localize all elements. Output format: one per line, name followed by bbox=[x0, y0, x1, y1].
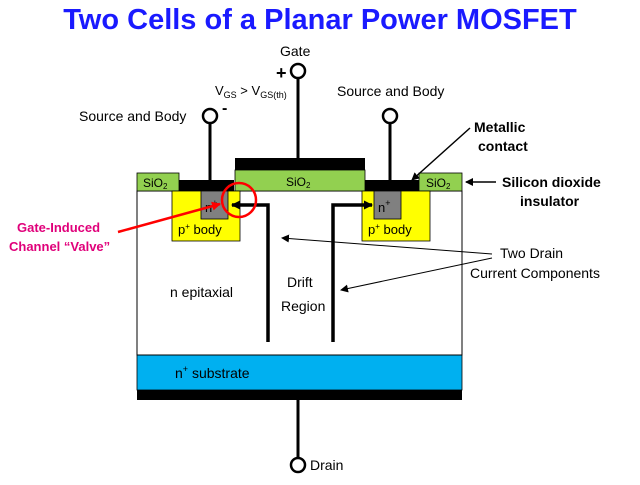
silicon-label-2: insulator bbox=[520, 193, 580, 209]
valve-label-1: Gate-Induced bbox=[17, 220, 100, 235]
page-title: Two Cells of a Planar Power MOSFET bbox=[63, 4, 577, 36]
valve-pointer bbox=[117, 201, 221, 234]
source-left-minus: - bbox=[222, 100, 227, 117]
sio2-right-label: SiO2 bbox=[426, 176, 451, 191]
two-drain-label-2: Current Components bbox=[470, 265, 600, 281]
p-body-right-label: p+ body bbox=[368, 222, 412, 237]
current-path-right bbox=[331, 200, 373, 342]
vgs-label: VGS > VGS(th) bbox=[215, 83, 287, 100]
two-drain-pointer-2 bbox=[340, 257, 493, 293]
gate-label: Gate bbox=[280, 43, 311, 59]
gate-plus: + bbox=[276, 63, 287, 83]
drain-label: Drain bbox=[310, 457, 343, 473]
source-left-terminal[interactable] bbox=[201, 107, 219, 125]
substrate-label: n+ substrate bbox=[175, 364, 250, 381]
source-left-label: Source and Body bbox=[79, 108, 186, 124]
drift-label: Drift bbox=[287, 274, 313, 290]
drain-metal bbox=[137, 390, 462, 400]
valve-label-2: Channel “Valve” bbox=[9, 239, 110, 254]
metal-contact-left bbox=[179, 180, 234, 191]
metallic-pointer bbox=[411, 127, 471, 181]
sio2-center-label: SiO2 bbox=[286, 175, 311, 190]
silicon-label-1: Silicon dioxide bbox=[502, 174, 601, 190]
metallic-label-1: Metallic bbox=[474, 119, 526, 135]
metal-contact-right bbox=[364, 180, 419, 191]
source-right-label: Source and Body bbox=[337, 83, 444, 99]
n-plus-right-label: n+ bbox=[378, 198, 391, 215]
two-drain-pointer-1 bbox=[281, 234, 493, 255]
epitaxial-label: n epitaxial bbox=[170, 284, 233, 300]
gate-metal bbox=[235, 158, 365, 170]
n-plus-right bbox=[373, 190, 402, 220]
current-path-left bbox=[231, 200, 270, 342]
sio2-right bbox=[418, 172, 463, 192]
sio2-left-label: SiO2 bbox=[143, 176, 168, 191]
substrate-layer bbox=[136, 354, 463, 391]
two-drain-label-1: Two Drain bbox=[500, 245, 563, 261]
drain-terminal[interactable] bbox=[289, 456, 307, 474]
valve-circle bbox=[220, 181, 258, 219]
source-right-terminal[interactable] bbox=[381, 107, 399, 125]
gate-terminal[interactable] bbox=[289, 62, 307, 80]
region-label: Region bbox=[281, 298, 325, 314]
p-body-left-label: p+ body bbox=[178, 222, 222, 237]
metallic-label-2: contact bbox=[478, 138, 528, 154]
